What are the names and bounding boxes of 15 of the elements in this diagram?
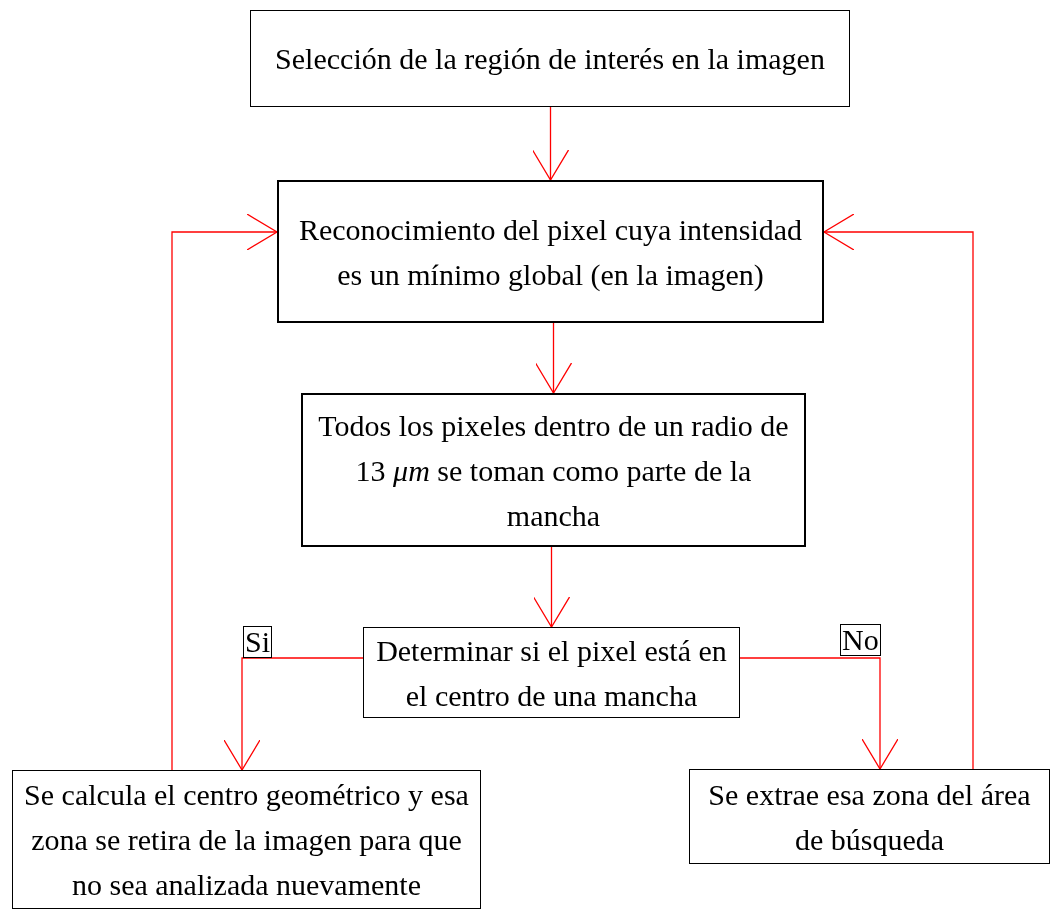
arrow: [223, 657, 364, 771]
process-box: Se calcula el centro geométrico y esa zona se retira de la imagen para que no sea analizada nuevamente: [12, 770, 481, 909]
arrow: [823, 213, 974, 770]
edge-label: No: [840, 624, 881, 656]
process-box: Todos los pixeles dentro de un radio de 13 μm se toman como parte de la mancha: [301, 393, 806, 547]
arrow: [739, 657, 899, 770]
process-box: Se extrae esa zona del área de búsqueda: [689, 769, 1050, 864]
process-box: Selección de la región de interés en la imagen: [250, 10, 850, 107]
arrow: [534, 322, 573, 394]
arrow: [532, 546, 571, 628]
arrow: [171, 213, 278, 771]
edge-label: Si: [243, 626, 273, 658]
arrow: [531, 106, 570, 181]
process-box: Reconocimiento del pixel cuya intensidad es un mínimo global (en la imagen): [277, 180, 824, 323]
process-box: Determinar si el pixel está en el centro de una mancha: [363, 627, 740, 718]
